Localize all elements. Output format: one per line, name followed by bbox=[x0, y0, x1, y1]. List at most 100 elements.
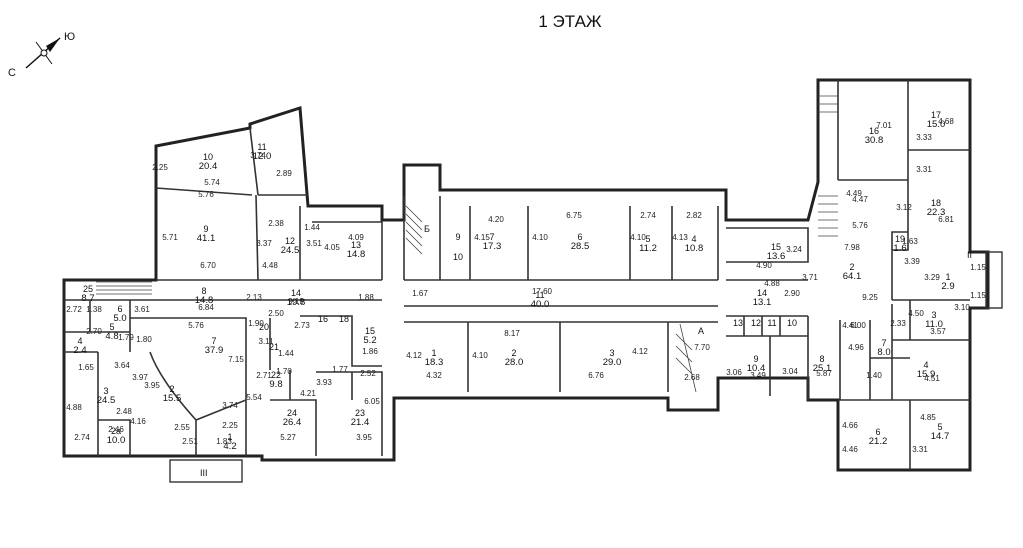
dimension-label: 3.95 bbox=[356, 433, 372, 442]
dimension-label: 4.12 bbox=[632, 347, 648, 356]
dimension-label: 4.50 bbox=[908, 309, 924, 318]
stairs bbox=[96, 95, 838, 393]
dimension-label: 4.10 bbox=[532, 233, 548, 242]
dimension-label: 2.52 bbox=[360, 369, 376, 378]
room-area: 12.0 bbox=[253, 151, 272, 162]
dimension-label: 3.71 bbox=[802, 273, 818, 282]
room-area: 28.5 bbox=[571, 241, 590, 252]
room-number: 6 bbox=[875, 427, 880, 437]
room-number: 17 bbox=[931, 110, 941, 120]
room-area: 8.7 bbox=[81, 293, 94, 304]
dimension-label: 3.04 bbox=[782, 367, 798, 376]
dimension-label: 4.48 bbox=[262, 261, 278, 270]
room-area: 14.7 bbox=[931, 431, 950, 442]
dimension-label: 6.05 bbox=[364, 397, 380, 406]
dimension-label: 7.15 bbox=[228, 355, 244, 364]
room-number: 3 bbox=[609, 348, 614, 358]
dimension-label: 1.90 bbox=[248, 319, 264, 328]
room-area: 19.8 bbox=[287, 297, 306, 308]
dimension-label: 1.70 bbox=[276, 367, 292, 376]
dimension-label: 2.46 bbox=[108, 425, 124, 434]
room-number: 3 bbox=[103, 386, 108, 396]
dimension-label: 2.90 bbox=[784, 289, 800, 298]
room-area: 21.4 bbox=[351, 417, 370, 428]
dimension-label: 3.11 bbox=[259, 337, 275, 346]
room-number: 6 bbox=[577, 232, 582, 242]
dimension-label: 6.70 bbox=[200, 261, 216, 270]
entrance-porch-east bbox=[985, 251, 1003, 309]
room-area: 5.0 bbox=[113, 313, 126, 324]
dimension-label: 8.17 bbox=[504, 329, 520, 338]
room-area: 64.1 bbox=[843, 271, 862, 282]
room-area: 13.6 bbox=[767, 251, 786, 262]
dimension-label: 6.84 bbox=[198, 303, 214, 312]
room-number: 23 bbox=[355, 408, 365, 418]
dimension-label: 3.33 bbox=[916, 133, 932, 142]
dimension-label: 1.15 bbox=[970, 263, 986, 272]
room-area: 10.4 bbox=[747, 363, 766, 374]
dimension-label: 5.76 bbox=[852, 221, 868, 230]
room-area: 11.2 bbox=[639, 243, 657, 254]
dimension-label: 1.86 bbox=[362, 347, 378, 356]
dimension-label: 4.12 bbox=[406, 351, 422, 360]
room-number: 7 bbox=[211, 336, 216, 346]
dimension-label: 3.39 bbox=[904, 257, 920, 266]
room-area: 2.4 bbox=[73, 345, 86, 356]
dimension-label: 4.51 bbox=[924, 374, 940, 383]
dimension-label: 5.76 bbox=[198, 190, 214, 199]
dimension-label: 5.27 bbox=[280, 433, 296, 442]
dimension-label: 3.24 bbox=[786, 245, 802, 254]
room-number: 14 bbox=[291, 288, 301, 298]
dimension-label: 3.74 bbox=[250, 151, 266, 160]
dimension-label: 1.67 bbox=[412, 289, 428, 298]
room-number: 18 bbox=[931, 198, 941, 208]
entrance-label-III: III bbox=[200, 468, 208, 478]
room-number: 25 bbox=[83, 284, 93, 294]
room-number: 15 bbox=[771, 242, 781, 252]
dimension-label: 6.75 bbox=[566, 211, 582, 220]
dimension-label: 1.44 bbox=[304, 223, 320, 232]
dimension-label: 4.05 bbox=[324, 243, 340, 252]
dimension-label: 2.33 bbox=[890, 319, 906, 328]
room-number: 10 bbox=[787, 318, 797, 328]
dimension-label: 2.25 bbox=[152, 163, 168, 172]
room-area: 13.1 bbox=[753, 297, 772, 308]
dimension-label: 1.40 bbox=[866, 371, 882, 380]
room-number: 1 bbox=[431, 348, 436, 358]
dimension-label: 3.29 bbox=[924, 273, 940, 282]
room-area: 30.8 bbox=[865, 135, 884, 146]
room-number: 10 bbox=[453, 252, 463, 262]
dimension-label: 3.57 bbox=[930, 327, 946, 336]
dimension-label: 4.66 bbox=[842, 421, 858, 430]
room-number: 9 bbox=[203, 224, 208, 234]
entrance-label-II: II bbox=[967, 250, 972, 260]
dimension-label: 2.70 bbox=[86, 327, 102, 336]
dimension-label: 2.82 bbox=[686, 211, 702, 220]
dimension-label: 5.71 bbox=[162, 233, 178, 242]
dimension-label: 2.50 bbox=[268, 309, 284, 318]
dimension-label: 3.51 bbox=[306, 239, 322, 248]
room-area: 21.2 bbox=[869, 436, 888, 447]
room-area: 4.2 bbox=[223, 441, 236, 452]
room-area: 24.5 bbox=[281, 245, 300, 256]
room-number: 5 bbox=[109, 322, 114, 332]
dimension-label: 3.64 bbox=[114, 361, 130, 370]
room-number: 3 bbox=[931, 310, 936, 320]
dimension-label: 4.10 bbox=[472, 351, 488, 360]
room-area: 17.3 bbox=[483, 241, 502, 252]
room-area: 41.1 bbox=[197, 233, 216, 244]
dimension-label: 4.15 bbox=[474, 233, 490, 242]
dimension-label: 1.44 bbox=[278, 349, 294, 358]
room-number: 8 bbox=[819, 354, 824, 364]
dimension-label: 1.77 bbox=[332, 365, 348, 374]
room-number: 15 bbox=[365, 326, 375, 336]
room-area: 14.8 bbox=[347, 249, 366, 260]
dimension-label: 3.12 bbox=[896, 203, 912, 212]
dimension-label: 4.16 bbox=[130, 417, 146, 426]
room-number: 4 bbox=[77, 336, 82, 346]
room-number: 7 bbox=[881, 338, 886, 348]
dimension-label: 2.51 bbox=[182, 437, 198, 446]
room-number: 8 bbox=[201, 286, 206, 296]
dimension-label: 2.48 bbox=[116, 407, 132, 416]
room-number: 11 bbox=[535, 290, 544, 300]
